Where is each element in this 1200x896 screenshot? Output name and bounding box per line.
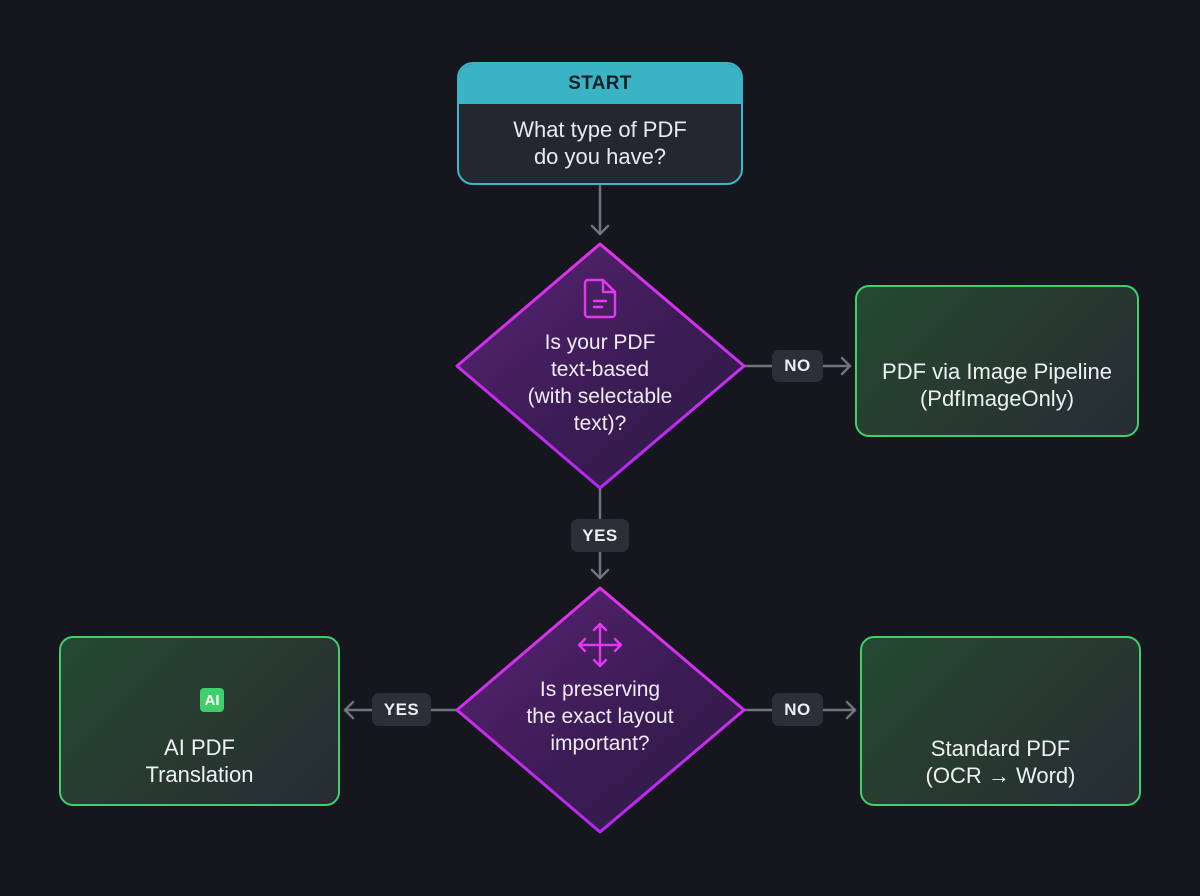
decision2-line: the exact layout bbox=[526, 705, 674, 728]
decision1-text: Is your PDF text-based (with selectable … bbox=[480, 329, 720, 437]
standard-pdf-line: (OCR → Word) bbox=[925, 763, 1076, 788]
move-arrows-icon bbox=[577, 622, 623, 668]
decision1-line: (with selectable bbox=[527, 385, 673, 408]
ai-translation-line: Translation bbox=[145, 762, 254, 787]
decision2-diamond bbox=[455, 586, 746, 834]
decision2-line: Is preserving bbox=[539, 678, 661, 701]
ai-badge: AI bbox=[200, 688, 224, 712]
start-header: START bbox=[459, 64, 741, 104]
start-question-line: What type of PDF bbox=[513, 117, 687, 142]
arrowhead-image-pipeline bbox=[840, 356, 852, 376]
decision1-line: text)? bbox=[573, 412, 627, 435]
standard-pdf-line: Standard PDF bbox=[930, 736, 1071, 761]
decision1-line: text-based bbox=[550, 358, 650, 381]
start-node: START What type of PDF do you have? bbox=[457, 62, 743, 185]
edge-label-decision1-yes: YES bbox=[571, 519, 629, 552]
decision1-line: Is your PDF bbox=[544, 331, 656, 354]
decision1-diamond bbox=[455, 242, 746, 490]
edge-label-decision2-no: NO bbox=[772, 693, 823, 726]
ai-translation-line: AI PDF bbox=[164, 735, 235, 760]
outcome-ai-translation: AI PDF Translation bbox=[59, 636, 340, 806]
edge-label-decision1-no: NO bbox=[772, 350, 823, 382]
start-question: What type of PDF do you have? bbox=[459, 104, 741, 182]
document-icon bbox=[583, 278, 617, 319]
outcome-standard-pdf: Standard PDF (OCR → Word) bbox=[860, 636, 1141, 806]
edge-label-decision2-yes: YES bbox=[372, 693, 431, 726]
arrowhead-decision2 bbox=[590, 568, 610, 580]
start-question-line: do you have? bbox=[533, 144, 667, 169]
image-pipeline-line: (PdfImageOnly) bbox=[919, 386, 1075, 411]
arrowhead-ai-translation bbox=[343, 700, 355, 720]
arrowhead-standard-pdf bbox=[845, 700, 857, 720]
outcome-image-pipeline: PDF via Image Pipeline (PdfImageOnly) bbox=[855, 285, 1139, 437]
image-pipeline-line: PDF via Image Pipeline bbox=[882, 359, 1112, 384]
decision2-line: important? bbox=[550, 732, 650, 755]
arrowhead-decision1 bbox=[590, 224, 610, 236]
decision2-text: Is preserving the exact layout important… bbox=[480, 676, 720, 757]
